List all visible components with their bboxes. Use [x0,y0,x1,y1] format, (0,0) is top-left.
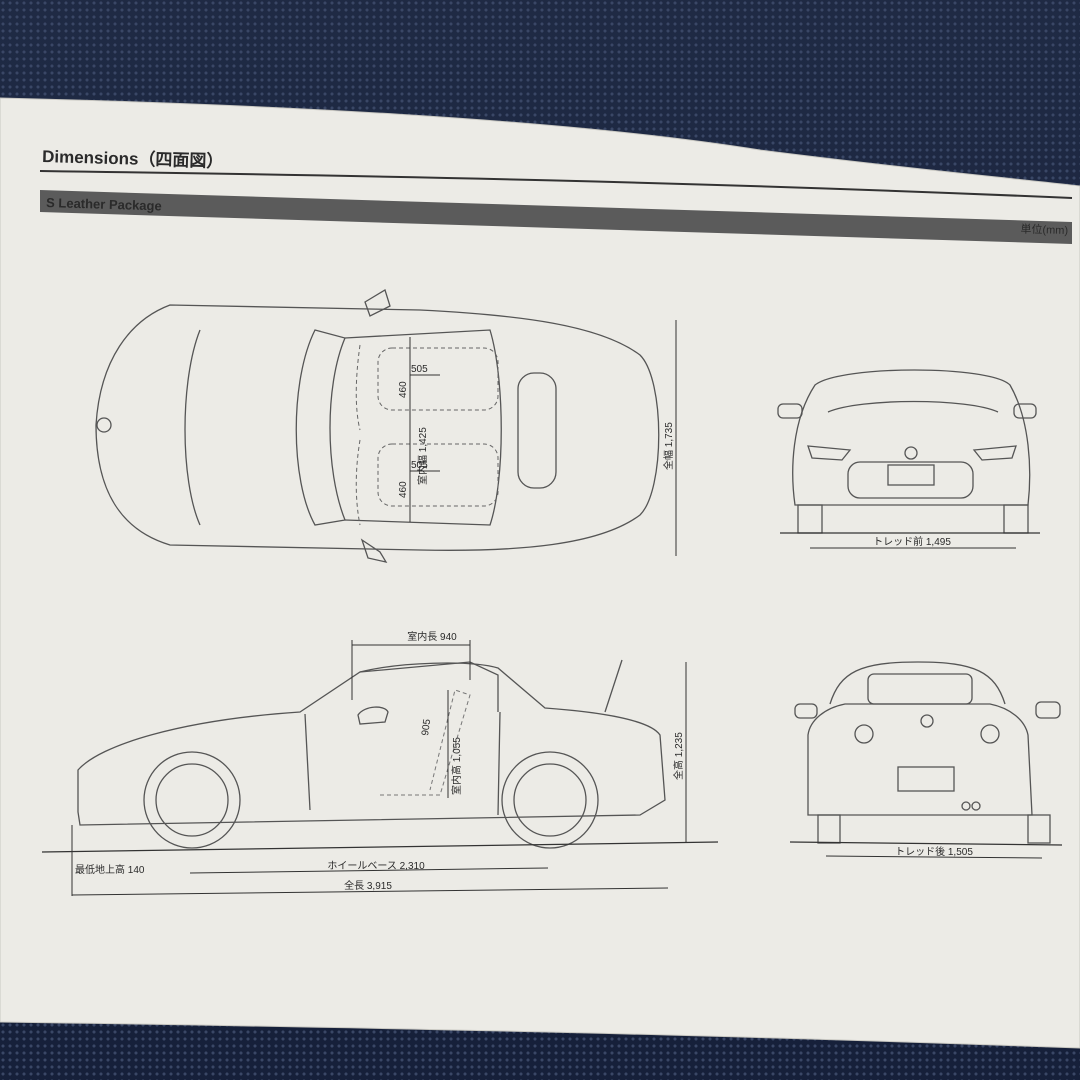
rear-view-rear-glass [867,673,973,705]
side-view-door [304,711,501,816]
package-label: S Leather Package [46,195,162,213]
side-view-front-rim [155,763,229,837]
rear-view-taillight-left [854,724,874,744]
label-seat-depth-1: 460 [398,381,409,398]
rear-view-drawing [794,661,1061,844]
label-ground-clearance: 最低地上高 140 [75,863,145,876]
rear-view-plate [897,766,955,792]
rear-view-mirror-right [1035,701,1061,719]
side-view-rear-wheel [501,751,599,849]
front-view-mirror-left [777,403,803,419]
top-view-trunk-window [517,372,557,489]
side-view-hardtop [359,661,499,712]
label-tread-front: トレッド前 1,495 [873,535,951,548]
side-view-dimension-lines [71,640,687,896]
top-view-mirror-lower [360,538,388,563]
label-headroom-905: 905 [420,718,433,736]
rear-view-body-outline [807,703,1033,816]
front-view-emblem [904,446,918,460]
rear-view-exhaust-left [961,801,971,811]
side-view-seat-dashed [380,689,471,796]
label-overall-height: 全高 1,235 [672,732,685,780]
label-interior-width: 室内幅 1,425 [416,427,429,485]
label-overall-width: 全幅 1,735 [662,422,675,470]
front-view-windshield [827,400,999,413]
front-view-mirror-right [1013,403,1037,419]
label-seat-width-1: 505 [411,364,428,375]
overall-length-line [71,887,669,896]
front-view-headlight-left [807,445,852,461]
top-view-body-outline [95,304,660,551]
rear-view-ground [789,841,1063,846]
package-banner [40,190,1072,244]
top-view-windshield [295,329,346,526]
paper-sheet [0,97,1080,1049]
top-view-cabin [344,329,502,526]
top-view-emblem [96,417,112,433]
side-view-front-wheel [143,751,241,849]
side-view-ground [41,841,719,853]
label-seat-width-2: 505 [411,460,428,471]
seat-row-lower [355,439,361,526]
label-seat-depth-2: 460 [398,481,409,498]
label-tread-rear: トレッド後 1,505 [895,845,973,858]
side-view-drawing [77,659,666,849]
seat-row-upper [355,344,361,431]
top-view-dimension-lines [409,320,677,556]
rear-view-wheel-right [1027,814,1051,844]
front-view-grille [847,461,974,499]
front-view-drawing [777,369,1037,534]
side-view-mirror [357,706,389,725]
front-view-plate [887,464,935,486]
seat-outline-upper [377,347,499,411]
unit-label: 単位(mm) [1020,222,1068,237]
top-view-mirror-upper [364,289,391,317]
front-view-body-outline [792,369,1031,506]
side-view-antenna [604,659,623,713]
rear-view-mirror-left [794,703,818,719]
top-view-hood-line [184,329,201,526]
top-view-drawing [95,289,660,563]
rear-view-hardtop [829,661,1006,705]
seat-outline-lower [377,443,499,507]
label-wheelbase: ホイールベース 2,310 [327,860,425,872]
side-view-body-outline [77,662,666,826]
label-interior-height: 室内高 1,055 [450,737,463,795]
title-rule [39,170,1073,199]
label-interior-length: 室内長 940 [407,630,457,643]
wheelbase-line [189,867,549,874]
label-overall-length: 全長 3,915 [344,879,392,892]
side-view-rear-rim [513,763,587,837]
front-view-headlight-right [972,445,1017,461]
rear-view-emblem [920,714,934,728]
rear-view-exhaust-right [971,801,981,811]
top-view-seats [355,344,499,526]
tread-rear-line [825,855,1043,859]
rear-view-taillight-right [980,724,1000,744]
